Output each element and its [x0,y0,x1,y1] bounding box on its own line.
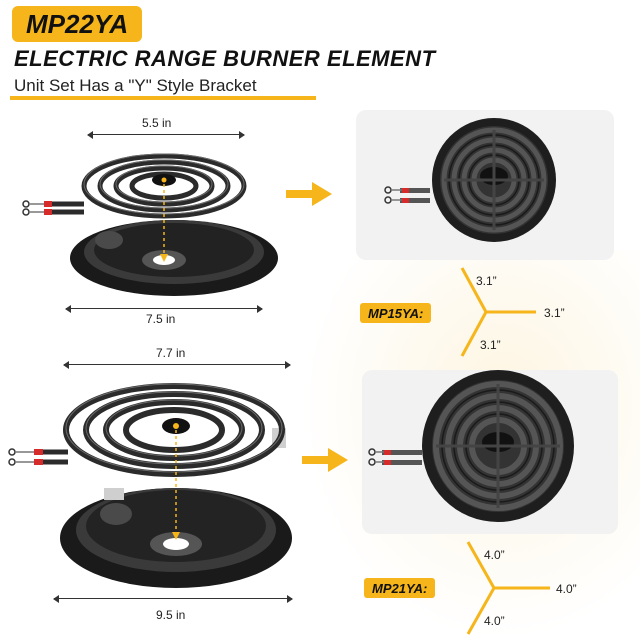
mp15ya-photo [356,110,614,260]
arrow-right-icon [302,448,348,472]
mp21ya-badge: MP21YA: [364,578,436,598]
large-pan-width-line [53,595,293,603]
small-pan-width-line [65,305,263,313]
y-bracket-icon [466,541,550,635]
large-coil-width-line [63,361,291,369]
mp21ya-arm-bottom: 4.0” [484,614,505,628]
mp15ya-badge: MP15YA: [360,303,432,323]
y-bracket-icon [460,267,536,357]
mp21ya-arm-right: 4.0” [556,582,577,596]
subtitle: Unit Set Has a "Y" Style Bracket [14,76,257,95]
small-burner-image [22,153,278,296]
large-burner-image [8,383,292,588]
mp15ya-arm-bottom: 3.1” [480,338,501,352]
small-coil-width-line [87,131,245,139]
small-coil-width-label: 5.5 in [142,116,172,130]
large-pan-width-label: 9.5 in [156,608,186,622]
model-badge: MP22YA [12,6,143,42]
mp15ya-burner-image [384,118,556,242]
arrow-right-icon [286,182,332,206]
subtitle-underline [10,76,316,100]
mp21ya-arm-top: 4.0” [484,548,505,562]
mp15ya-arm-top: 3.1” [476,274,497,288]
page-title: ELECTRIC RANGE BURNER ELEMENT [14,46,436,71]
small-pan-width-label: 7.5 in [146,312,176,326]
large-coil-width-label: 7.7 in [156,346,186,360]
mp15ya-arm-right: 3.1” [544,306,565,320]
mp21ya-photo [362,370,618,534]
mp21ya-burner-image [368,370,574,522]
